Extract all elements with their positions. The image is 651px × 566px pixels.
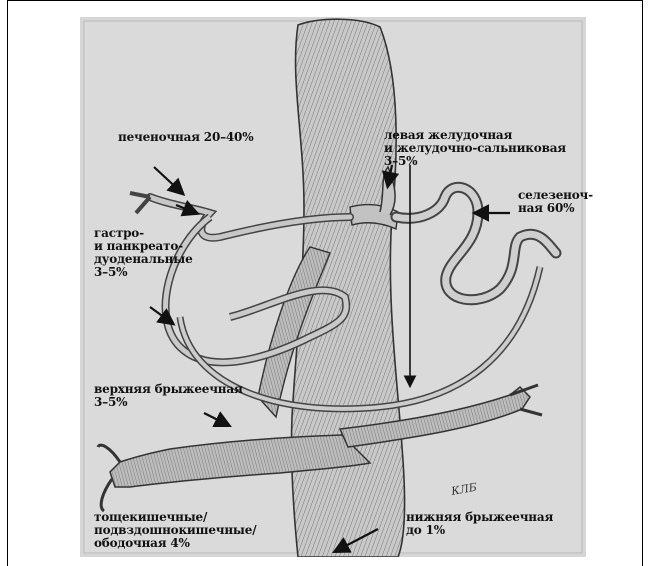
label-inferior-mesenteric: нижняя брыжеечная до 1% (406, 511, 553, 537)
label-gastroduodenal: гастро- и панкреато- дуоденальные 3–5% (94, 227, 193, 279)
figure-frame: КЛБ печеночная 20–40% левая желудочная и… (7, 0, 643, 566)
label-jejunal: тощекишечные/ подвздошнокишечные/ ободоч… (94, 511, 256, 550)
label-hepatic: печеночная 20–40% (118, 131, 253, 144)
label-splenic: селезеноч- ная 60% (518, 189, 593, 215)
illustration-plate: КЛБ печеночная 20–40% левая желудочная и… (80, 17, 586, 557)
label-superior-mesenteric: верхняя брыжеечная 3–5% (94, 383, 243, 409)
label-left-gastric: левая желудочная и желудочно-сальниковая… (384, 129, 566, 168)
vessel-illustration: КЛБ (80, 17, 586, 557)
